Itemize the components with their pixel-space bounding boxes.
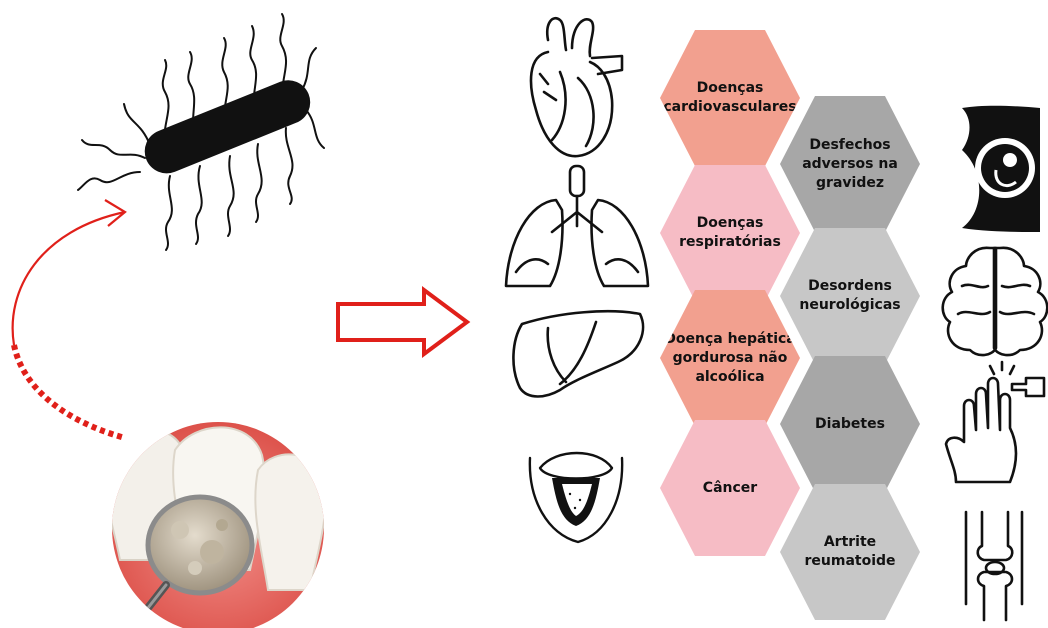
knee-joint-icon bbox=[966, 512, 1022, 620]
mouth-icon bbox=[530, 453, 622, 542]
disease-label: Desfechos adversos na gravidez bbox=[785, 136, 915, 193]
disease-label: Doenças respiratórias bbox=[663, 214, 797, 252]
disease-label: Doença hepática gordurosa não alcoólica bbox=[663, 330, 797, 387]
disease-label: Artrite reumatoide bbox=[785, 533, 915, 571]
disease-label: Câncer bbox=[663, 479, 797, 498]
disease-label: Desordens neurológicas bbox=[785, 277, 915, 315]
disease-label: Doenças cardiovasculares bbox=[663, 79, 797, 117]
liver-icon bbox=[513, 311, 643, 396]
pregnancy-icon bbox=[962, 106, 1040, 232]
disease-label: Diabetes bbox=[785, 415, 915, 434]
hollow-red-arrow-right bbox=[338, 290, 467, 354]
brain-icon bbox=[943, 248, 1048, 355]
lungs-icon bbox=[506, 166, 648, 286]
hand-glucose-test-icon bbox=[946, 362, 1044, 482]
curved-red-arrow bbox=[13, 200, 125, 438]
dental-plaque-magnifier-photo bbox=[100, 410, 340, 628]
heart-icon bbox=[531, 18, 622, 156]
